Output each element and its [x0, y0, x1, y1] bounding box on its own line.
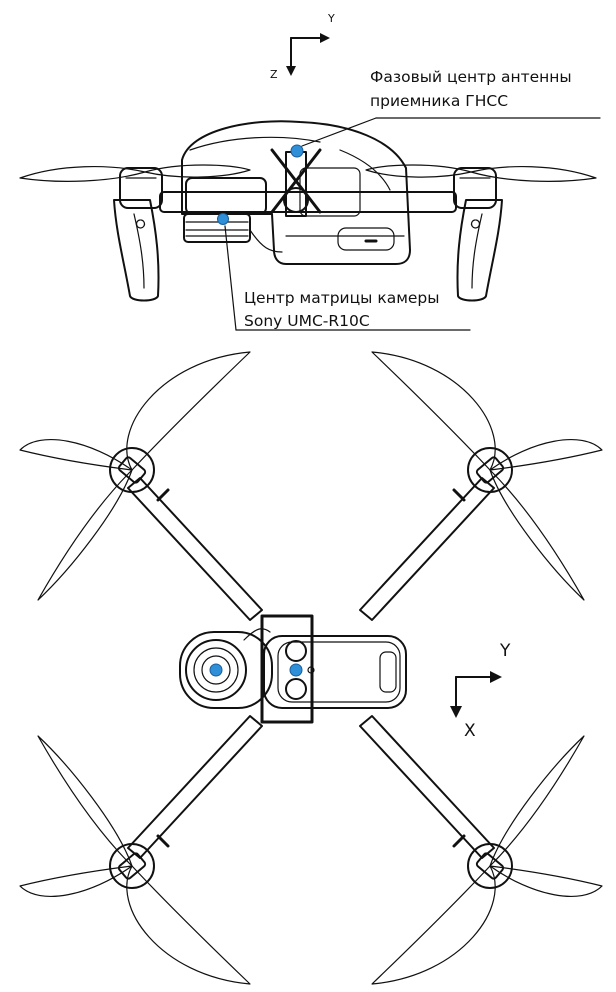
arms: [127, 477, 495, 859]
top-camera-sensor-marker: [209, 663, 223, 677]
top-axis-y-label: Y: [499, 641, 511, 661]
gnss-antenna-label-line2: приемника ГНСС: [370, 92, 508, 110]
gnss-antenna-marker: [290, 144, 304, 158]
motors: [109, 447, 513, 889]
propeller-front-right: [371, 351, 603, 601]
camera-sensor-label-line1: Центр матрицы камеры: [244, 289, 440, 307]
side-view-axes: Y Z: [270, 12, 335, 81]
camera-sensor-label-line2: Sony UMC-R10C: [244, 312, 370, 330]
top-view-axes: Y X: [450, 641, 511, 741]
top-axis-x-label: X: [464, 721, 476, 741]
side-view: Y Z: [19, 12, 601, 331]
central-body: [179, 614, 407, 724]
propeller-front-left: [19, 351, 251, 601]
top-view: Y X: [19, 351, 603, 985]
side-axis-y-label: Y: [327, 12, 335, 25]
side-axis-z-label: Z: [270, 68, 278, 81]
propeller-rear-left: [19, 735, 251, 985]
camera-sensor-marker: [217, 213, 229, 225]
gnss-antenna-label-line1: Фазовый центр антенны: [370, 68, 572, 86]
propeller-rear-right: [371, 735, 603, 985]
top-gnss-antenna-marker: [289, 663, 303, 677]
